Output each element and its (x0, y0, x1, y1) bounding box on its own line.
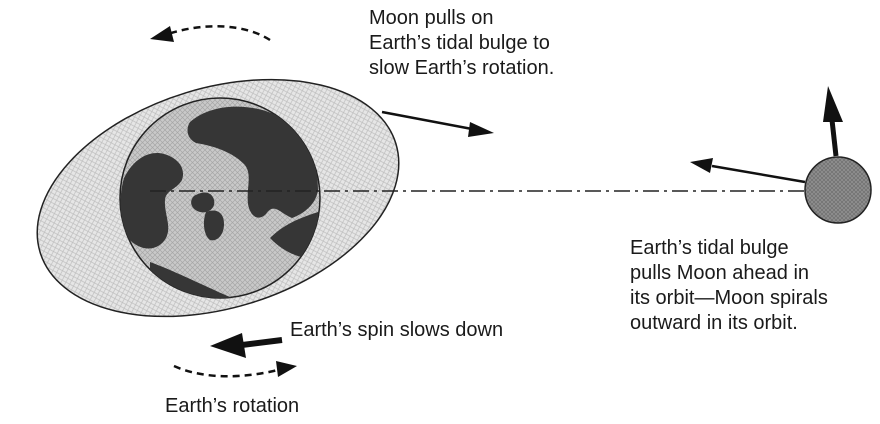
spin-slows-arrow (210, 333, 283, 358)
moon (804, 156, 872, 224)
rotation-arrow-bottom (173, 361, 297, 378)
earth (119, 97, 321, 299)
moon-gravity-arrow (690, 158, 806, 184)
moon-pull-arrow (381, 110, 494, 137)
spin-slows-label: Earth’s spin slows down (290, 319, 504, 341)
continents (120, 106, 320, 298)
moon-pull-label: Moon pulls on Earth’s tidal bulge to slo… (369, 7, 555, 79)
rotation-label: Earth’s rotation (165, 395, 300, 417)
bulge-pull-label: Earth’s tidal bulge pulls Moon ahead in … (630, 237, 828, 334)
rotation-arrow-top (150, 25, 271, 42)
moon-orbit-arrow (823, 86, 843, 157)
